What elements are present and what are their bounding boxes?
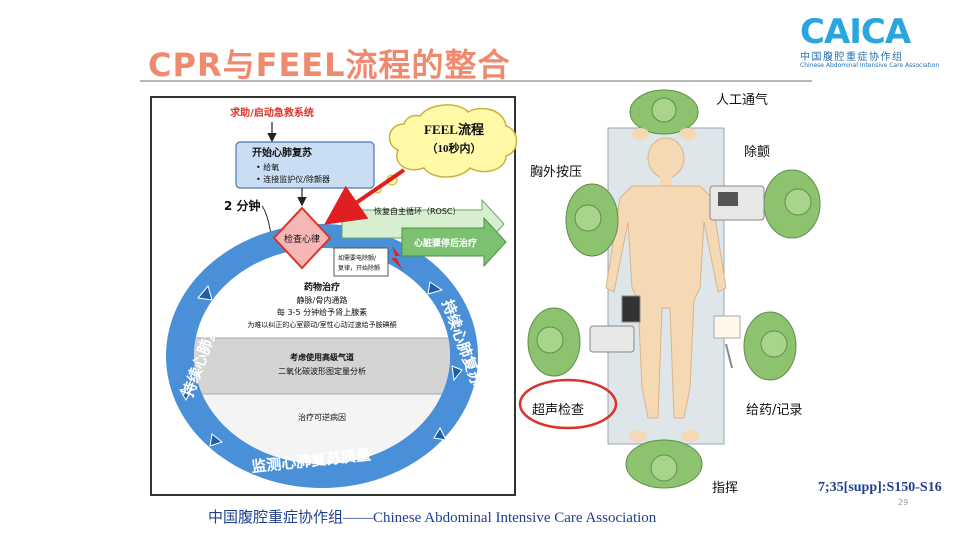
reversible-causes-label: 治疗可逆病因 [298,412,346,422]
activate-emergency-label: 求助/启动急救系统 [230,106,314,119]
label-compression: 胸外按压 [530,165,582,180]
feel-cloud-bubble [388,104,518,178]
post-arrest-arrow [401,216,507,268]
person-compression [565,183,656,257]
ring-arrow-right-top [427,281,444,295]
defib-screen [718,192,738,206]
syringe [725,343,733,369]
footer-org-name: 中国腹腔重症协作组——Chinese Abdominal Intensive C… [208,510,657,526]
start-cpr-box [235,141,375,189]
person-ventilation [629,89,699,140]
feel-callout: FEEL流程 （10秒内） [324,104,518,225]
patient [605,137,727,419]
person-defib [763,169,821,239]
caica-logo: CAICA 中国腹腔重症协作组 Chinese Abdominal Intens… [800,12,950,70]
person-leader [625,430,703,489]
label-defib: 除颤 [744,145,770,160]
feel-title: FEEL流程 [424,122,484,137]
shock-note-box [333,247,389,277]
team-svg: 人工通气 除颤 胸外按压 超声检查 给药/记录 指挥 [518,89,821,496]
label-drugs: 给药/记录 [746,403,802,418]
two-minute-label: 2 分钟 [224,198,261,213]
drug-therapy-title: 药物治疗 [304,281,340,293]
rosc-label: 恢复自主循环（ROSC） [374,206,461,216]
logo-mark: CAICA [800,12,911,52]
post-arrest-label: 心脏骤停后治疗 [414,237,477,249]
ring-arrow-left-top [197,284,213,301]
check-rhythm-label: 检查心律 [284,233,320,245]
ring-arrow-left-mid [179,387,193,402]
label-leader: 指挥 [712,481,738,496]
page-number: 29 [898,498,909,507]
label-ventilation: 人工通气 [716,92,768,108]
feel-red-arrow [324,168,406,225]
check-rhythm-diamond [272,206,332,270]
reference-citation: 7;35[supp]:S150-S16 [818,480,942,495]
cpr-cycle-svg: 求助/启动急救系统 开始心肺复苏 • 给氧 • 连接监护仪/除颤器 2 分钟 [166,106,507,488]
ring-arrow-right-mid [451,365,463,382]
ring-arrow-right-bottom [433,426,447,441]
airway-line-capno: 二氧化碳波形图定量分析 [278,366,366,376]
ring-arrow-left-bottom [209,433,224,447]
logo-cn-text: 中国腹腔重症协作组 [800,52,904,63]
feel-subtitle: （10秒内） [427,141,482,155]
drug-line-epi: 每 3-5 分钟给予肾上腺素 [277,307,367,317]
slide-title: CPR与FEEL流程的整合 [148,46,511,84]
start-cpr-title: 开始心肺复苏 [252,146,312,159]
ultrasound-highlight-ellipse [518,378,618,430]
person-drugs [743,311,797,381]
person-ultrasound [527,307,581,377]
shock-note-line1: 如需要电除颤/ [338,254,377,262]
resuscitation-team-diagram: 人工通气 除颤 胸外按压 超声检查 给药/记录 指挥 [514,88,960,498]
ultrasound-device [589,325,635,353]
logo-en-text: Chinese Abdominal Intensive Care Associa… [800,62,940,69]
ultrasound-screen [621,295,641,323]
title-underline [140,80,812,82]
airway-title: 考虑使用高级气道 [290,352,354,362]
start-cpr-item-monitor: • 连接监护仪/除颤器 [256,174,330,184]
label-ultrasound: 超声检查 [532,403,584,418]
lightning-icon [391,246,403,270]
drug-line-amio: 为难以纠正的心室颤动/室性心动过速给予胺碘酮 [247,320,396,329]
drug-line-iv: 静脉/骨内通路 [297,295,348,305]
record-sheet [713,315,741,339]
start-cpr-item-oxygen: • 给氧 [256,162,279,172]
shock-note-line2: 复律，开始除颤 [338,264,380,272]
